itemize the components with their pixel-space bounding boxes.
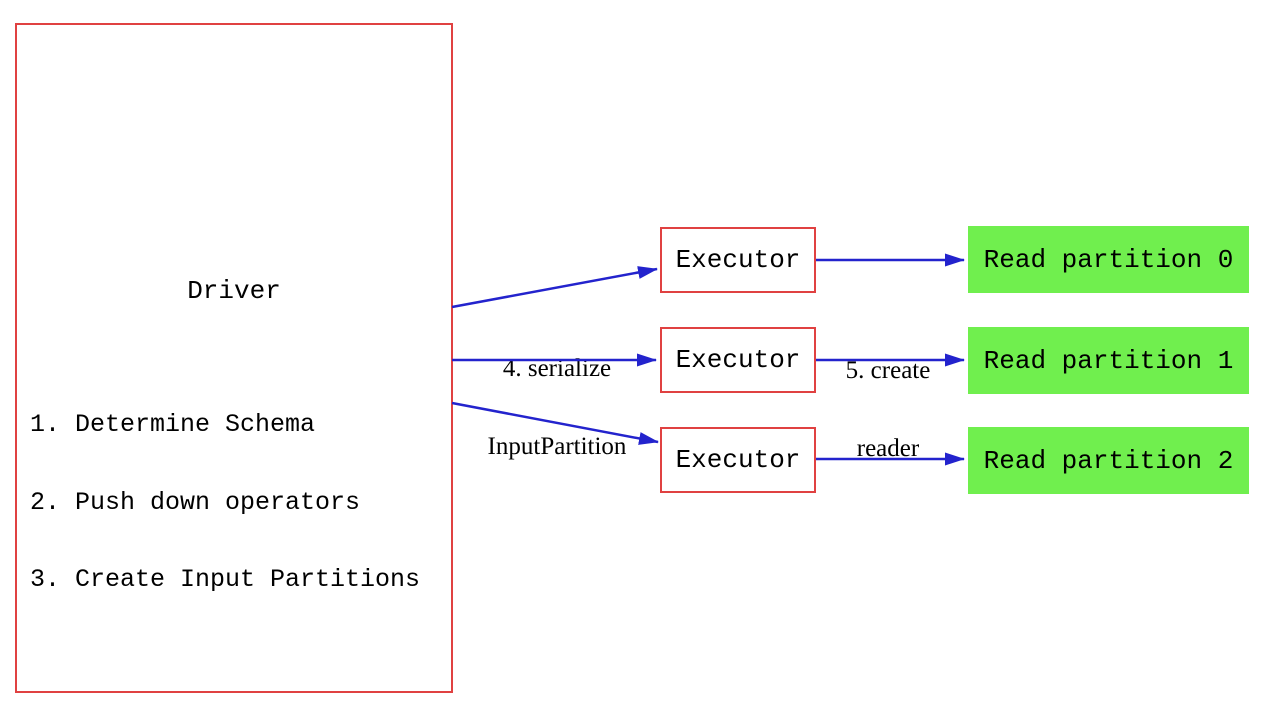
driver-step-3: 3. Create Input Partitions (30, 564, 421, 594)
create-reader-label-line1: 5. create (845, 357, 931, 384)
read-partition-label-0: Read partition 0 (983, 244, 1234, 275)
serialize-label-line1: 4. serialize (502, 355, 612, 382)
read-partition-box-2: Read partition 2 (968, 427, 1249, 494)
executor-label-1: Executor (675, 345, 801, 375)
driver-step-2: 2. Push down operators (30, 487, 361, 517)
read-partition-label-2: Read partition 2 (983, 445, 1234, 476)
serialize-inputpartition-label: 4. serialize InputPartition (447, 304, 667, 512)
executor-box-0: Executor (660, 227, 816, 293)
read-partition-box-1: Read partition 1 (968, 327, 1249, 394)
driver-title: Driver (187, 276, 281, 306)
executor-label-0: Executor (675, 245, 801, 275)
create-reader-label-line2: reader (856, 435, 920, 462)
driver-steps: 1. Determine Schema 2. Push down operato… (30, 361, 420, 644)
read-partition-box-0: Read partition 0 (968, 226, 1249, 293)
executor-box-1: Executor (660, 327, 816, 393)
executor-label-2: Executor (675, 445, 801, 475)
arrow-driver-to-executor-0 (451, 266, 658, 309)
read-partition-label-1: Read partition 1 (983, 345, 1234, 376)
driver-step-1: 1. Determine Schema (30, 410, 316, 440)
serialize-label-line2: InputPartition (487, 433, 627, 460)
driver-box: Driver 1. Determine Schema 2. Push down … (15, 23, 453, 693)
executor-box-2: Executor (660, 427, 816, 493)
create-reader-label: 5. create reader (798, 306, 978, 514)
